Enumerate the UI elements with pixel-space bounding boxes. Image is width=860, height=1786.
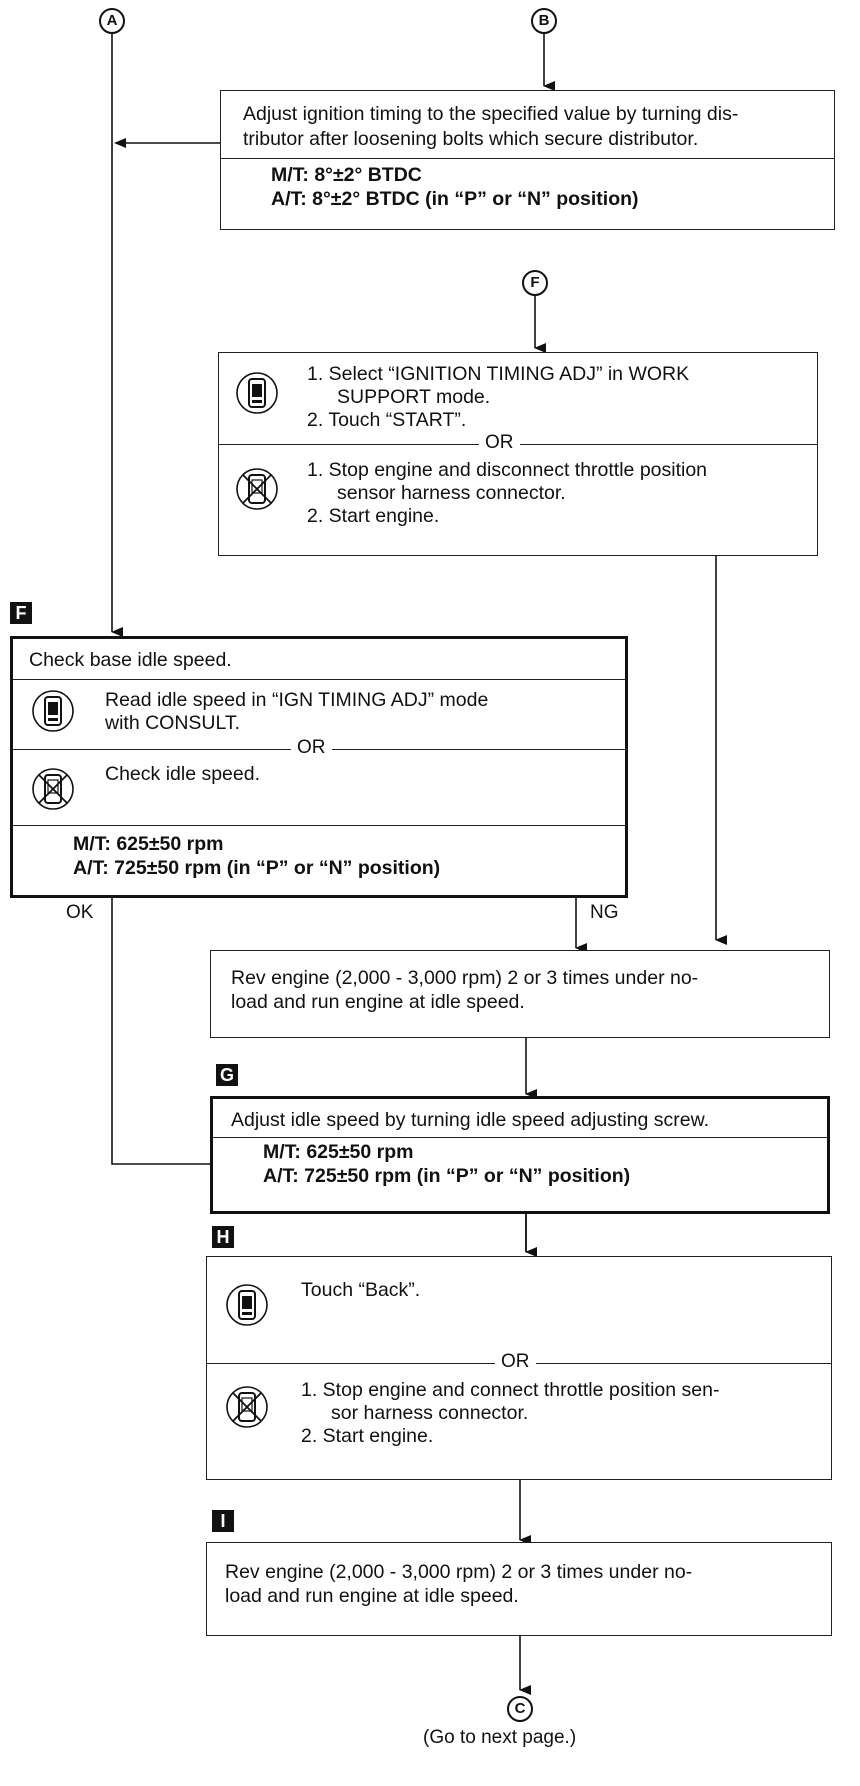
ignition-timing-text-2: tributor after loosening bolts which sec… [243,128,699,150]
connector-b: B [531,8,557,34]
divider [13,679,625,680]
adjust-idle-box: Adjust idle speed by turning idle speed … [210,1096,830,1214]
no-consult-icon [226,1386,268,1428]
ignition-timing-adj-box: 1. Select “IGNITION TIMING ADJ” in WORK … [218,352,818,556]
rev-engine-box-2: Rev engine (2,000 - 3,000 rpm) 2 or 3 ti… [206,1542,832,1636]
manual-step-2: 2. Start engine. [307,505,440,527]
touch-back-box: Touch “Back”. OR 1. Stop engine and conn… [206,1256,832,1480]
check-idle-manual: Check idle speed. [105,763,261,785]
no-consult-icon [236,468,278,510]
idle-spec-mt: M/T: 625±50 rpm [73,833,224,855]
or-label: OR [495,1351,536,1373]
reconnect-step-1a: 1. Stop engine and connect throttle posi… [301,1379,720,1401]
rev-engine-text-2: load and run engine at idle speed. [231,991,525,1013]
reconnect-step-1b: sor harness connector. [331,1402,529,1424]
rev-engine-box-1: Rev engine (2,000 - 3,000 rpm) 2 or 3 ti… [210,950,830,1038]
rev-engine-text-1: Rev engine (2,000 - 3,000 rpm) 2 or 3 ti… [231,967,699,989]
connector-a: A [99,8,125,34]
consult-step-1b: SUPPORT mode. [337,386,491,408]
step-label-f: F [10,602,32,624]
check-idle-consult-b: with CONSULT. [105,712,241,734]
go-to-next-page: (Go to next page.) [423,1727,577,1748]
no-consult-icon [32,768,74,810]
manual-step-1b: sensor harness connector. [337,482,566,504]
reconnect-step-2: 2. Start engine. [301,1425,434,1447]
consult-step-2: 2. Touch “START”. [307,409,467,431]
divider [13,825,625,826]
check-base-idle-title: Check base idle speed. [29,649,232,671]
step-label-h: H [212,1226,234,1248]
check-base-idle-box: Check base idle speed. Read idle speed i… [10,636,628,898]
ng-label: NG [590,902,619,923]
rev-engine-2-text-1: Rev engine (2,000 - 3,000 rpm) 2 or 3 ti… [225,1561,693,1583]
divider [213,1137,827,1138]
manual-step-1a: 1. Stop engine and disconnect throttle p… [307,459,708,481]
divider [221,158,834,159]
step-label-g: G [216,1064,238,1086]
consult-icon [236,372,278,414]
touch-back-text: Touch “Back”. [301,1279,421,1301]
ignition-timing-box: Adjust ignition timing to the specified … [220,90,835,230]
spec-mt: M/T: 8°±2° BTDC [271,164,422,186]
adjust-spec-at: A/T: 725±50 rpm (in “P” or “N” position) [263,1165,631,1187]
step-label-i: I [212,1510,234,1532]
adjust-idle-title: Adjust idle speed by turning idle speed … [231,1109,710,1131]
check-idle-consult-a: Read idle speed in “IGN TIMING ADJ” mode [105,689,489,711]
or-label: OR [479,432,520,454]
spec-at: A/T: 8°±2° BTDC (in “P” or “N” position) [271,188,639,210]
adjust-spec-mt: M/T: 625±50 rpm [263,1141,414,1163]
connector-c: C [507,1696,533,1722]
ignition-timing-text-1: Adjust ignition timing to the specified … [243,103,739,125]
consult-icon [226,1284,268,1326]
ok-label: OK [66,902,94,923]
rev-engine-2-text-2: load and run engine at idle speed. [225,1585,519,1607]
consult-step-1a: 1. Select “IGNITION TIMING ADJ” in WORK [307,363,690,385]
consult-icon [32,690,74,732]
connector-f: F [522,270,548,296]
or-label: OR [291,737,332,759]
idle-spec-at: A/T: 725±50 rpm (in “P” or “N” position) [73,857,441,879]
